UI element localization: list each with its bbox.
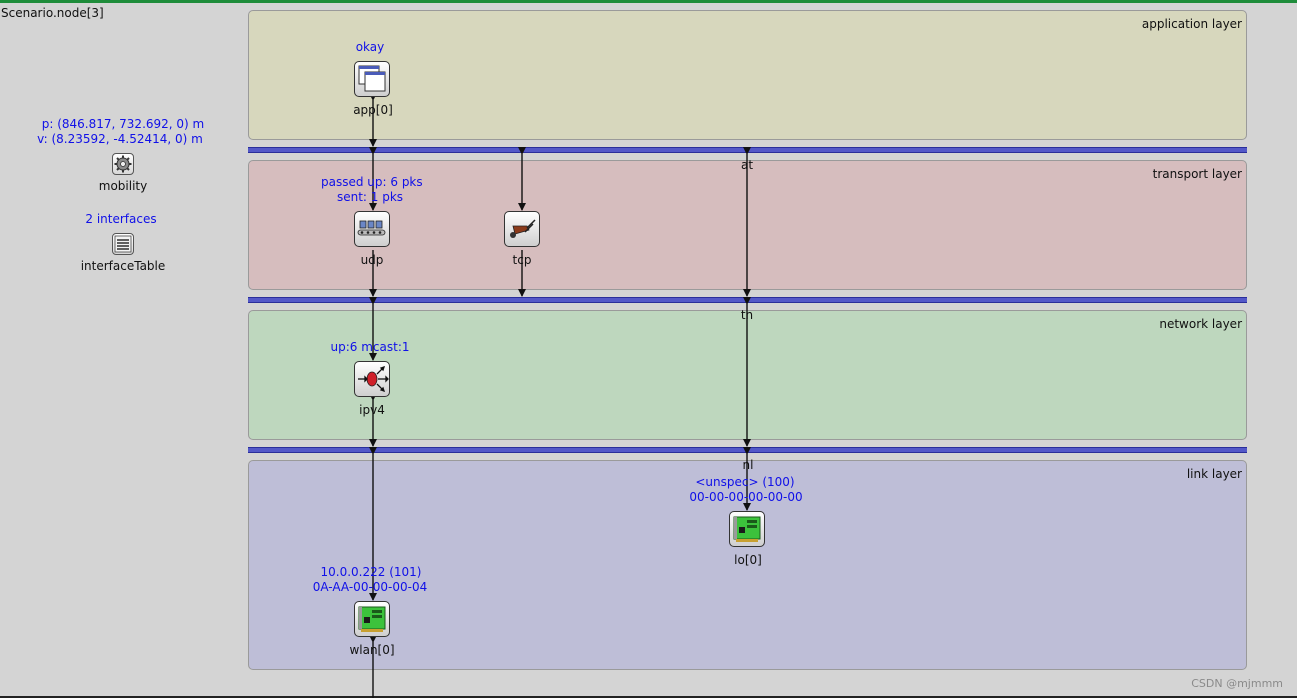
nic-icon[interactable] bbox=[729, 511, 765, 547]
top-border bbox=[0, 0, 1297, 3]
app-label: app[0] bbox=[353, 103, 393, 117]
interface-table-label: interfaceTable bbox=[80, 259, 166, 273]
lo-status-address: <unspec> (100) bbox=[695, 475, 795, 489]
tcp-label: tcp bbox=[512, 253, 532, 267]
lo-label: lo[0] bbox=[734, 553, 762, 567]
gate-at-label: at bbox=[740, 158, 754, 172]
queue-icon[interactable] bbox=[354, 211, 390, 247]
application-layer[interactable]: application layer bbox=[248, 10, 1247, 140]
interface-table-status: 2 interfaces bbox=[85, 212, 157, 226]
gear-icon[interactable] bbox=[112, 153, 134, 175]
ipv4-status: up:6 mcast:1 bbox=[330, 340, 410, 354]
bottom-border bbox=[0, 696, 1297, 698]
ipv4-label: ipv4 bbox=[359, 403, 385, 417]
wheelbarrow-icon[interactable] bbox=[504, 211, 540, 247]
udp-label: udp bbox=[360, 253, 384, 267]
node-title: Scenario.node[3] bbox=[1, 6, 104, 20]
window-icon[interactable] bbox=[354, 61, 390, 97]
wlan-status-address: 10.0.0.222 (101) bbox=[320, 565, 422, 579]
list-icon[interactable] bbox=[112, 233, 134, 255]
transport-layer-label: transport layer bbox=[1152, 167, 1242, 181]
application-layer-label: application layer bbox=[1141, 17, 1242, 31]
watermark: CSDN @mjmmm bbox=[1191, 677, 1283, 690]
app-status: okay bbox=[355, 40, 385, 54]
wlan-status-mac: 0A-AA-00-00-00-04 bbox=[312, 580, 428, 594]
wlan-label: wlan[0] bbox=[349, 643, 395, 657]
link-layer-label: link layer bbox=[1186, 467, 1242, 481]
udp-status-sent: sent: 1 pks bbox=[336, 190, 404, 204]
mobility-velocity: v: (8.23592, -4.52414, 0) m bbox=[37, 132, 203, 146]
mobility-label: mobility bbox=[98, 179, 148, 193]
gate-nl-label: nl bbox=[742, 458, 754, 472]
network-layer-label: network layer bbox=[1159, 317, 1242, 331]
router-icon[interactable] bbox=[354, 361, 390, 397]
nic-icon[interactable] bbox=[354, 601, 390, 637]
mobility-position: p: (846.817, 732.692, 0) m bbox=[41, 117, 205, 131]
gate-tn-label: tn bbox=[740, 308, 754, 322]
udp-status-passed: passed up: 6 pks bbox=[321, 175, 423, 189]
lo-status-mac: 00-00-00-00-00-00 bbox=[689, 490, 803, 504]
